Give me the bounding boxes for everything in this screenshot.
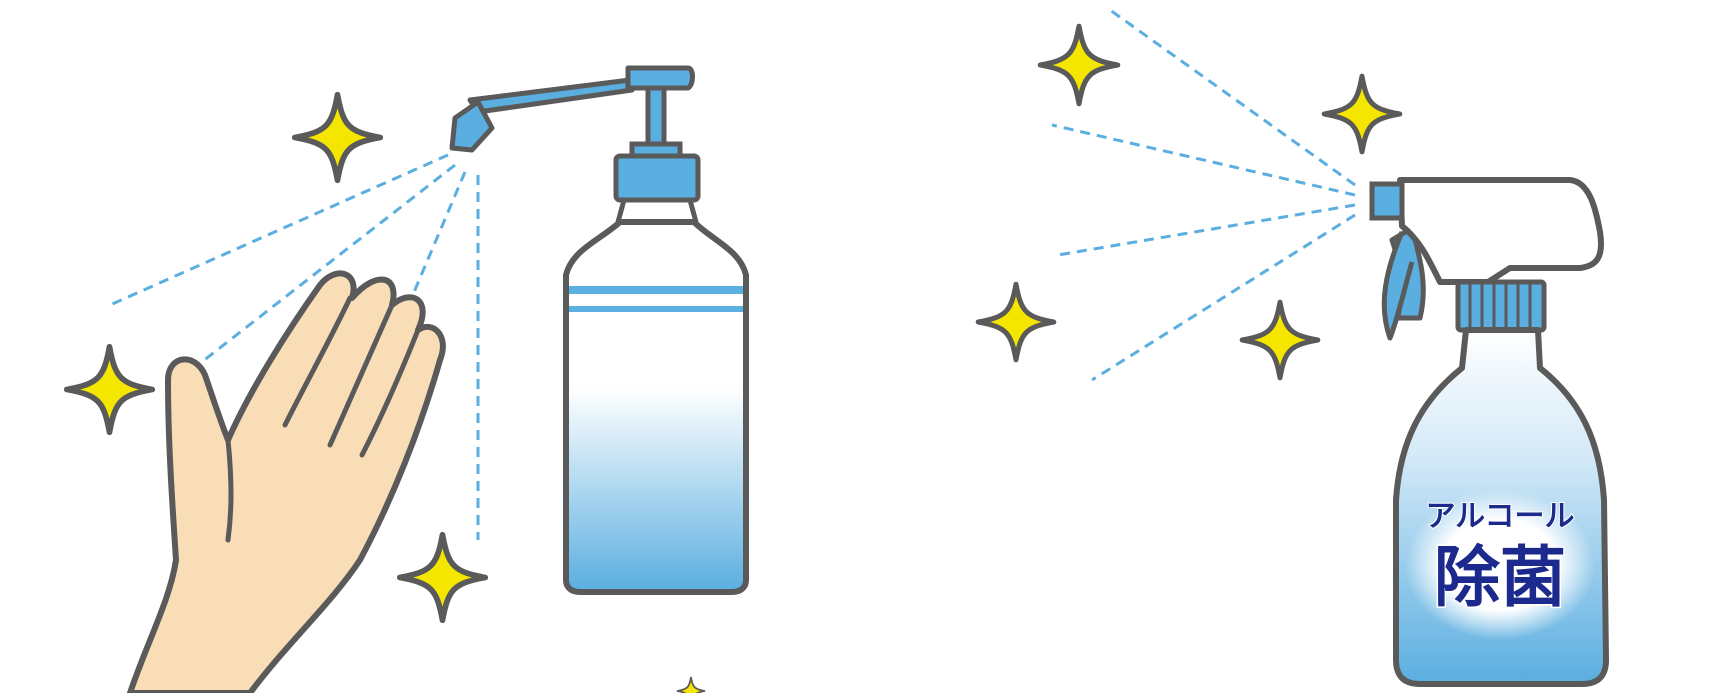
sparkle-icon [400,535,486,621]
sparkle-icon [978,284,1054,360]
label-glow [1405,490,1595,640]
spray-label-line2: 除菌 [1434,539,1566,616]
spray-label-line1: アルコール [1425,499,1574,534]
sparkle-icon [67,347,153,433]
sparkle-icon [1242,302,1318,378]
spray-bottle-icon [1369,177,1609,687]
sparkle-icon [295,95,381,181]
spray-mist [1051,8,1356,382]
pump-bottle-icon [449,65,749,595]
hand-icon [127,270,446,693]
sparkle-icon [1324,76,1400,152]
sparkle-icon [676,676,706,693]
sparkle-icon [1040,26,1117,103]
